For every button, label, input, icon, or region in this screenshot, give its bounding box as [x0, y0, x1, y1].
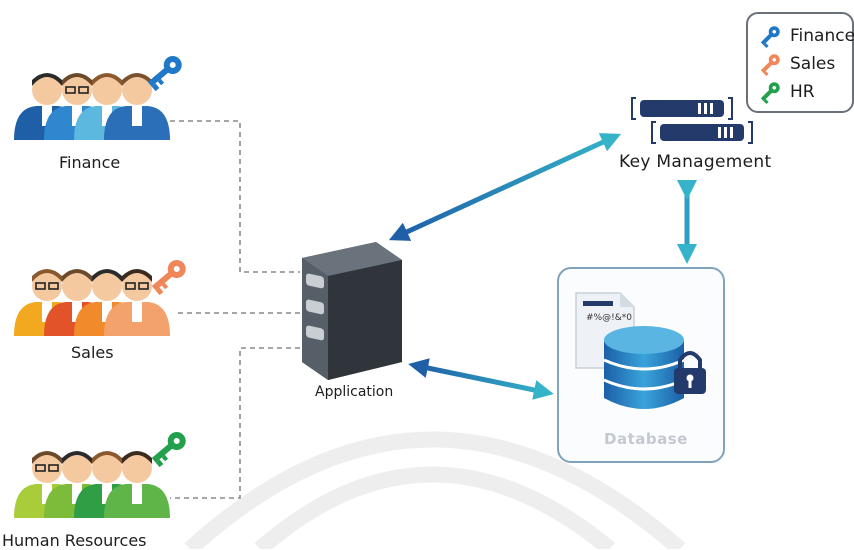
encrypted-document-text: #%@!&*0: [586, 313, 632, 323]
key-server-icon: [631, 97, 753, 144]
legend-item-sales: Sales: [758, 52, 835, 76]
hr-people-icon: [14, 451, 170, 518]
sales-legend-key-icon: [760, 54, 780, 76]
hr-legend-key-icon: [760, 82, 780, 104]
hr-group-label: Human Resources: [2, 531, 147, 550]
key-legend: Finance Sales HR: [746, 12, 854, 113]
hr-key-icon: [151, 432, 186, 468]
finance-key-icon: [147, 56, 182, 92]
legend-label-sales: Sales: [790, 54, 836, 74]
legend-label-hr: HR: [790, 82, 815, 102]
watermark-arcs: [184, 431, 686, 549]
arrow-app-keymgmt: [388, 133, 622, 241]
finance-group-label: Finance: [59, 153, 121, 172]
dashed-connectors: [170, 120, 300, 499]
application-server-icon: [302, 242, 402, 380]
finance-people-icon: [14, 73, 170, 140]
arrow-app-database: [408, 358, 554, 400]
application-label: Application: [315, 384, 394, 400]
sales-people-icon: [14, 269, 170, 336]
database-label: Database: [604, 430, 688, 448]
legend-label-finance: Finance: [790, 26, 854, 46]
legend-item-finance: Finance: [758, 24, 854, 48]
legend-item-hr: HR: [758, 80, 815, 104]
sales-group-label: Sales: [71, 343, 114, 362]
finance-legend-key-icon: [760, 26, 780, 48]
key-management-label: Key Management: [619, 152, 772, 172]
sales-key-icon: [151, 260, 186, 296]
